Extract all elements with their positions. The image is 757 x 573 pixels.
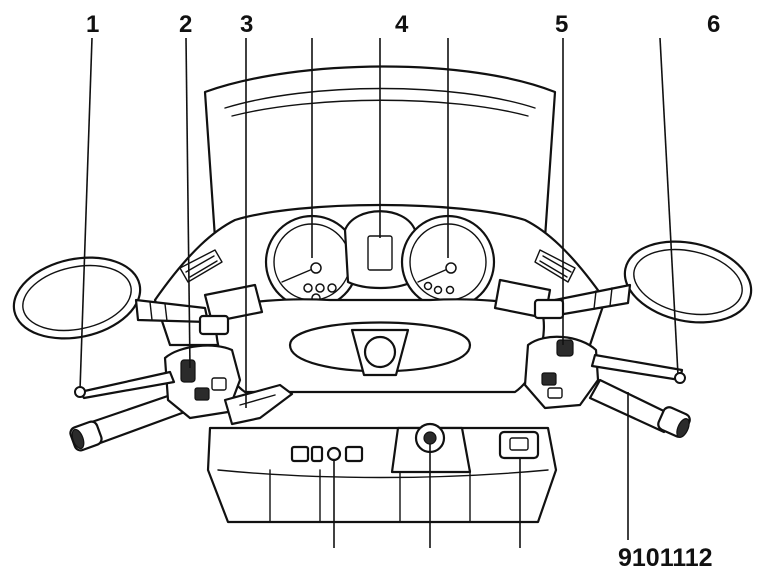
- ignition-key-switch: [390, 422, 472, 474]
- instrument-cluster: [264, 210, 496, 310]
- left-vent: [179, 249, 223, 283]
- leader-6: [659, 37, 679, 376]
- left-brake-lever: [78, 370, 176, 400]
- handlebar-cover: [215, 298, 545, 394]
- leader-2: [185, 37, 191, 369]
- right-switch-housing: [523, 335, 600, 410]
- callout-1: 1: [86, 11, 99, 38]
- right-handlebar: [493, 278, 691, 438]
- callout-5: 5: [555, 11, 568, 38]
- callout-labels: 1 2 3 4 5 6 9101112: [86, 11, 720, 572]
- callout-2: 2: [179, 11, 192, 38]
- left-switch-housing: [163, 344, 242, 420]
- leader-lines: [74, 37, 686, 548]
- callout-6: 6: [707, 11, 720, 38]
- right-brake-lever: [590, 353, 684, 382]
- callout-3: 3: [240, 11, 253, 38]
- right-mirror: [550, 240, 753, 324]
- callout-4: 4: [395, 11, 409, 38]
- left-handlebar: [69, 283, 264, 452]
- lower-switch-panel: [290, 445, 364, 463]
- accessory-socket: [498, 430, 540, 460]
- figure-id: 9101112: [618, 544, 713, 572]
- leader-1: [79, 37, 93, 391]
